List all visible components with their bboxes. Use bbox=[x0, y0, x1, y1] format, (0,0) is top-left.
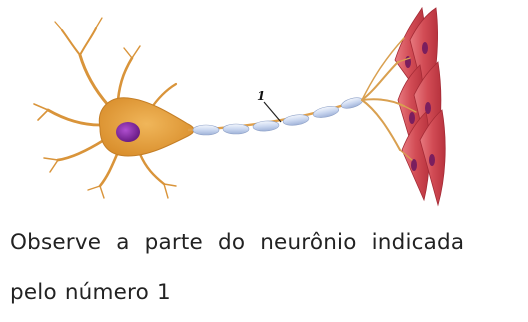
neuron-diagram: 1 bbox=[0, 0, 528, 212]
caption-text: Observe a parte do neurônio indicada pel… bbox=[10, 218, 528, 318]
label-pointer bbox=[264, 102, 281, 122]
myelin-sheath bbox=[193, 96, 364, 135]
muscle-fibers bbox=[395, 8, 445, 205]
nucleus bbox=[116, 122, 140, 142]
cell-body bbox=[99, 98, 194, 156]
label-number-1: 1 bbox=[257, 89, 265, 103]
caption-line-2: pelo número 1 bbox=[10, 268, 528, 318]
caption-line-1: Observe a parte do neurônio indicada bbox=[10, 218, 528, 268]
